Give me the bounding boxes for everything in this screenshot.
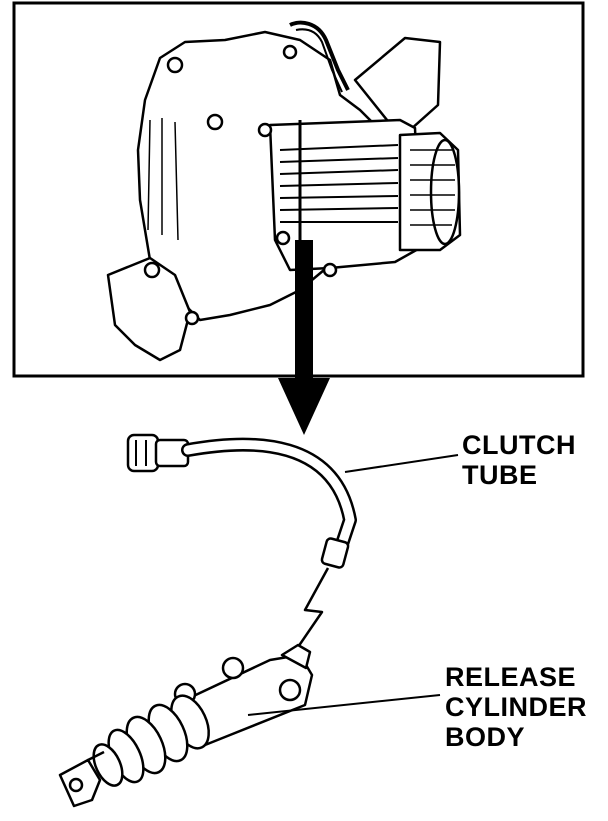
- release-cylinder: [58, 643, 314, 808]
- pointer-arrow: [278, 240, 330, 435]
- transaxle-illustration: [106, 20, 462, 362]
- release-cylinder-leader-line: [247, 694, 441, 716]
- release-cylinder-body-label: RELEASE CYLINDER BODY: [445, 662, 587, 752]
- release-cylinder-label-line-1: RELEASE: [445, 662, 577, 692]
- clutch-tube-label-line-2: TUBE: [462, 460, 538, 490]
- clutch-tube-label: CLUTCH TUBE: [462, 430, 576, 490]
- release-cylinder-label-line-3: BODY: [445, 722, 526, 752]
- release-cylinder-label-line-2: CYLINDER: [445, 692, 588, 722]
- clutch-tube-label-line-1: CLUTCH: [462, 430, 576, 460]
- clutch-tube-leader-line: [344, 454, 459, 473]
- clutch-tube: [126, 433, 357, 651]
